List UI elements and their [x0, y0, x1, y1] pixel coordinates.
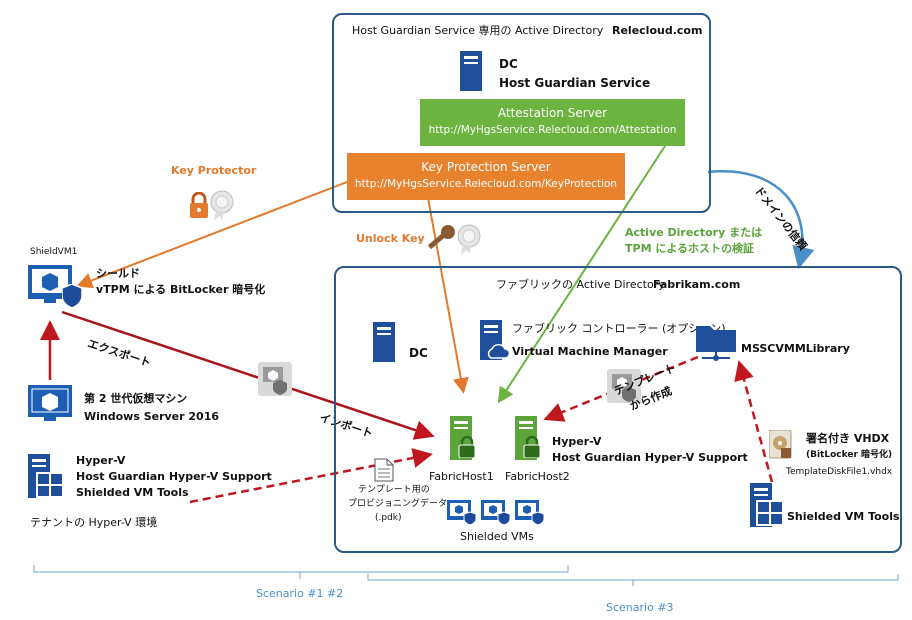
vm-monitor-icon [447, 500, 477, 526]
gen2-vm-label-1: 第 2 世代仮想マシン [84, 392, 188, 405]
library-label: MSSCVMMLibrary [741, 342, 850, 355]
key-protection-server: Key Protection Server http://MyHgsServic… [347, 153, 625, 200]
unlock-key-label: Unlock Key [356, 232, 425, 245]
fabric-region-box [334, 266, 902, 553]
fabric-hyperv-label-2: Host Guardian Hyper-V Support [552, 451, 748, 464]
attestation-server: Attestation Server http://MyHgsService.R… [420, 99, 685, 146]
tenant-env-label: テナントの Hyper-V 環境 [30, 516, 158, 529]
padlock-icon [523, 436, 541, 458]
shieldvm1-label: ShieldVM1 [30, 247, 78, 257]
domain-trust-arrow [707, 170, 815, 270]
padlock-icon [458, 436, 476, 458]
attestation-arrow-label-2: TPM によるホストの検証 [625, 242, 755, 255]
shield-label-1: シールド [96, 267, 140, 280]
cloud-icon [487, 343, 510, 359]
vm-monitor-icon [28, 385, 72, 421]
scenario-1-2-label: Scenario #1 #2 [256, 587, 344, 600]
fabric-controller-label: ファブリック コントローラー (オプション) [512, 322, 726, 335]
attestation-arrow-label-1: Active Directory または [625, 226, 763, 239]
fabric-hyperv-label-1: Hyper-V [552, 435, 602, 448]
pdk-label-1: テンプレート用の [358, 485, 430, 495]
disk-icon [769, 430, 792, 459]
fabrichost2-label: FabricHost2 [505, 470, 570, 483]
shielded-vm-tools-label: Shielded VM Tools [787, 510, 900, 523]
scenario-1-2-brace [33, 565, 569, 579]
shielded-vms-label: Shielded VMs [460, 530, 534, 543]
shield-label-2: vTPM による BitLocker 暗号化 [96, 283, 266, 296]
attestation-server-title: Attestation Server [497, 106, 608, 120]
hgs-region-title: Host Guardian Service 専用の Active Directo… [352, 24, 604, 37]
tenant-hyperv-label-3: Shielded VM Tools [76, 486, 189, 499]
pdk-label-2: プロビジョニングデータ [348, 499, 448, 509]
fabric-region-title: ファブリックの Active Directory [496, 278, 665, 291]
fabric-dc-label: DC [409, 346, 428, 360]
key-protection-server-title: Key Protection Server [421, 160, 551, 174]
network-folder-icon [696, 326, 736, 361]
scenario-3-label: Scenario #3 [606, 601, 674, 614]
windows-logo-icon [756, 500, 784, 526]
vhdx-label-1: 署名付き VHDX [806, 432, 890, 445]
pdk-label-3: (.pdk) [375, 513, 402, 523]
export-import-arrow [61, 310, 435, 440]
key-protector-label: Key Protector [171, 164, 257, 177]
windows-logo-icon [36, 472, 64, 498]
attestation-server-url: http://MyHgsService.Relecloud.com/Attest… [428, 124, 677, 136]
fabric-region-domain: Fabrikam.com [653, 278, 741, 291]
padlock-icon [190, 192, 208, 218]
tenant-hyperv-label-1: Hyper-V [76, 454, 126, 467]
vm-monitor-icon [258, 362, 292, 396]
vm-monitor-icon [481, 500, 511, 526]
server-tower-icon [373, 322, 395, 362]
key-protection-server-url: http://MyHgsService.Relecloud.com/KeyPro… [354, 178, 618, 190]
fabrichost1-label: FabricHost1 [429, 470, 494, 483]
server-tower-icon [460, 51, 482, 91]
unlock-key-arrow [427, 197, 469, 394]
vm-monitor-icon [607, 369, 641, 403]
certificate-icon [457, 224, 481, 254]
certificate-icon [210, 190, 234, 220]
vmm-label: Virtual Machine Manager [512, 345, 668, 358]
document-icon [374, 458, 394, 482]
key-protector-arrow [76, 181, 348, 289]
shield-icon [62, 284, 82, 308]
tools-dashed-arrow [734, 360, 774, 483]
hgs-region-domain: Relecloud.com [612, 24, 703, 37]
vhdx-file-label: TemplateDiskFile1.vhdx [786, 467, 893, 477]
attestation-arrow [497, 145, 666, 404]
hgs-dc-label: DC [499, 57, 518, 71]
hgs-region-box [332, 13, 711, 213]
hgs-service-label: Host Guardian Service [499, 76, 651, 90]
gen2-vm-label-2: Windows Server 2016 [84, 410, 220, 423]
scenario-3-brace [367, 574, 899, 586]
key-icon [427, 225, 455, 250]
tenant-hyperv-label-2: Host Guardian Hyper-V Support [76, 470, 272, 483]
vm-monitor-icon [515, 500, 545, 526]
vhdx-label-2: (BitLocker 暗号化) [806, 450, 893, 460]
